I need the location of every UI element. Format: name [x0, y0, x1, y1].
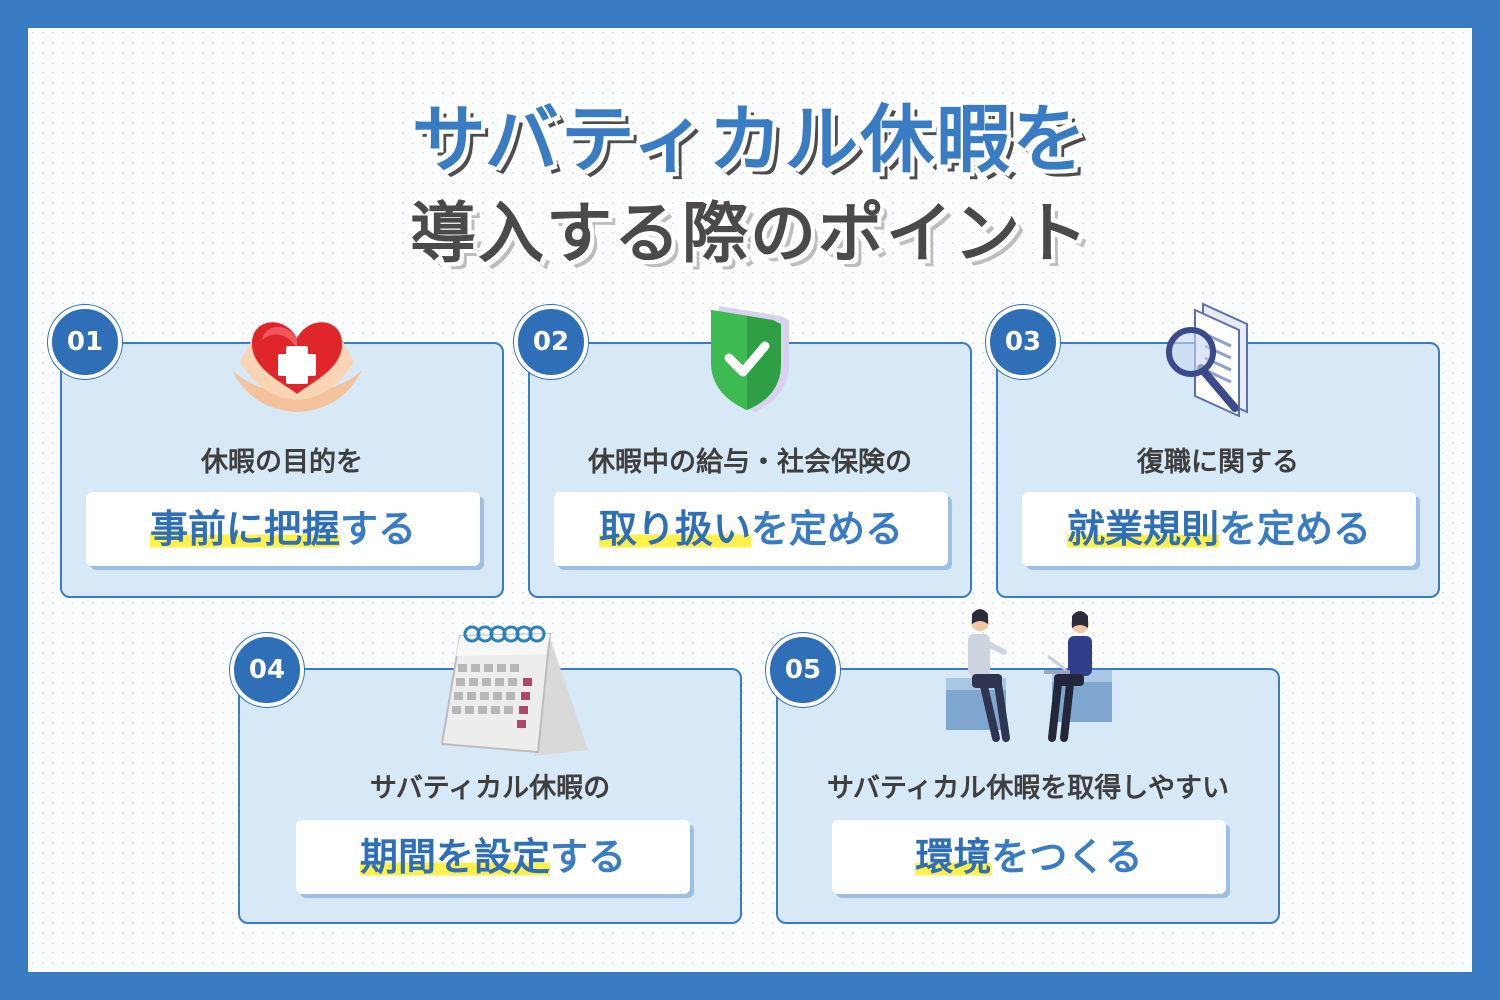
point-subtitle: 休暇の目的を: [201, 447, 363, 478]
point-subtitle: サバティカル休暇を取得しやすい: [826, 773, 1230, 804]
heart-in-hands-icon: [232, 322, 362, 412]
point-subtitle: 復職に関する: [1137, 447, 1299, 478]
page-title-line2: 導入する際のポイント: [410, 195, 1090, 272]
point-heading-rest: を定める: [751, 507, 904, 551]
point-heading-rest: する: [550, 835, 627, 879]
point-number-badge-04: 04: [230, 633, 304, 707]
point-heading: 就業規則を定める: [1022, 492, 1416, 566]
point-subtitle: サバティカル休暇の: [369, 773, 611, 804]
point-number-badge-05: 05: [766, 633, 840, 707]
point-heading-highlight: 就業規則: [1066, 507, 1219, 551]
shield-check-icon: [711, 306, 789, 412]
point-number-badge-03: 03: [986, 305, 1060, 379]
people-meeting-icon: [946, 609, 1112, 742]
point-heading: 取り扱いを定める: [554, 492, 948, 566]
point-heading: 環境をつくる: [832, 820, 1226, 894]
point-heading-highlight: 事前に把握: [149, 507, 340, 551]
document-magnifier-icon: [1166, 302, 1248, 418]
page-title-line1: サバティカル休暇を: [411, 97, 1089, 183]
point-heading: 事前に把握する: [86, 492, 480, 566]
point-heading-rest: を定める: [1219, 507, 1372, 551]
calendar-icon: [440, 625, 588, 756]
point-heading-rest: をつくる: [991, 835, 1143, 879]
point-heading-highlight: 環境: [915, 835, 992, 879]
point-card-05: サバティカル休暇を取得しやすい 環境をつくる: [776, 668, 1280, 924]
point-heading-highlight: 取り扱い: [598, 507, 751, 551]
point-card-02: 休暇中の給与・社会保険の 取り扱いを定める: [528, 342, 972, 598]
point-subtitle: 休暇中の給与・社会保険の: [588, 447, 912, 478]
point-number-badge-01: 01: [48, 305, 122, 379]
point-heading: 期間を設定する: [296, 820, 690, 894]
point-number-badge-02: 02: [514, 305, 588, 379]
point-heading-highlight: 期間を設定: [359, 835, 550, 879]
point-heading-rest: する: [340, 507, 417, 551]
